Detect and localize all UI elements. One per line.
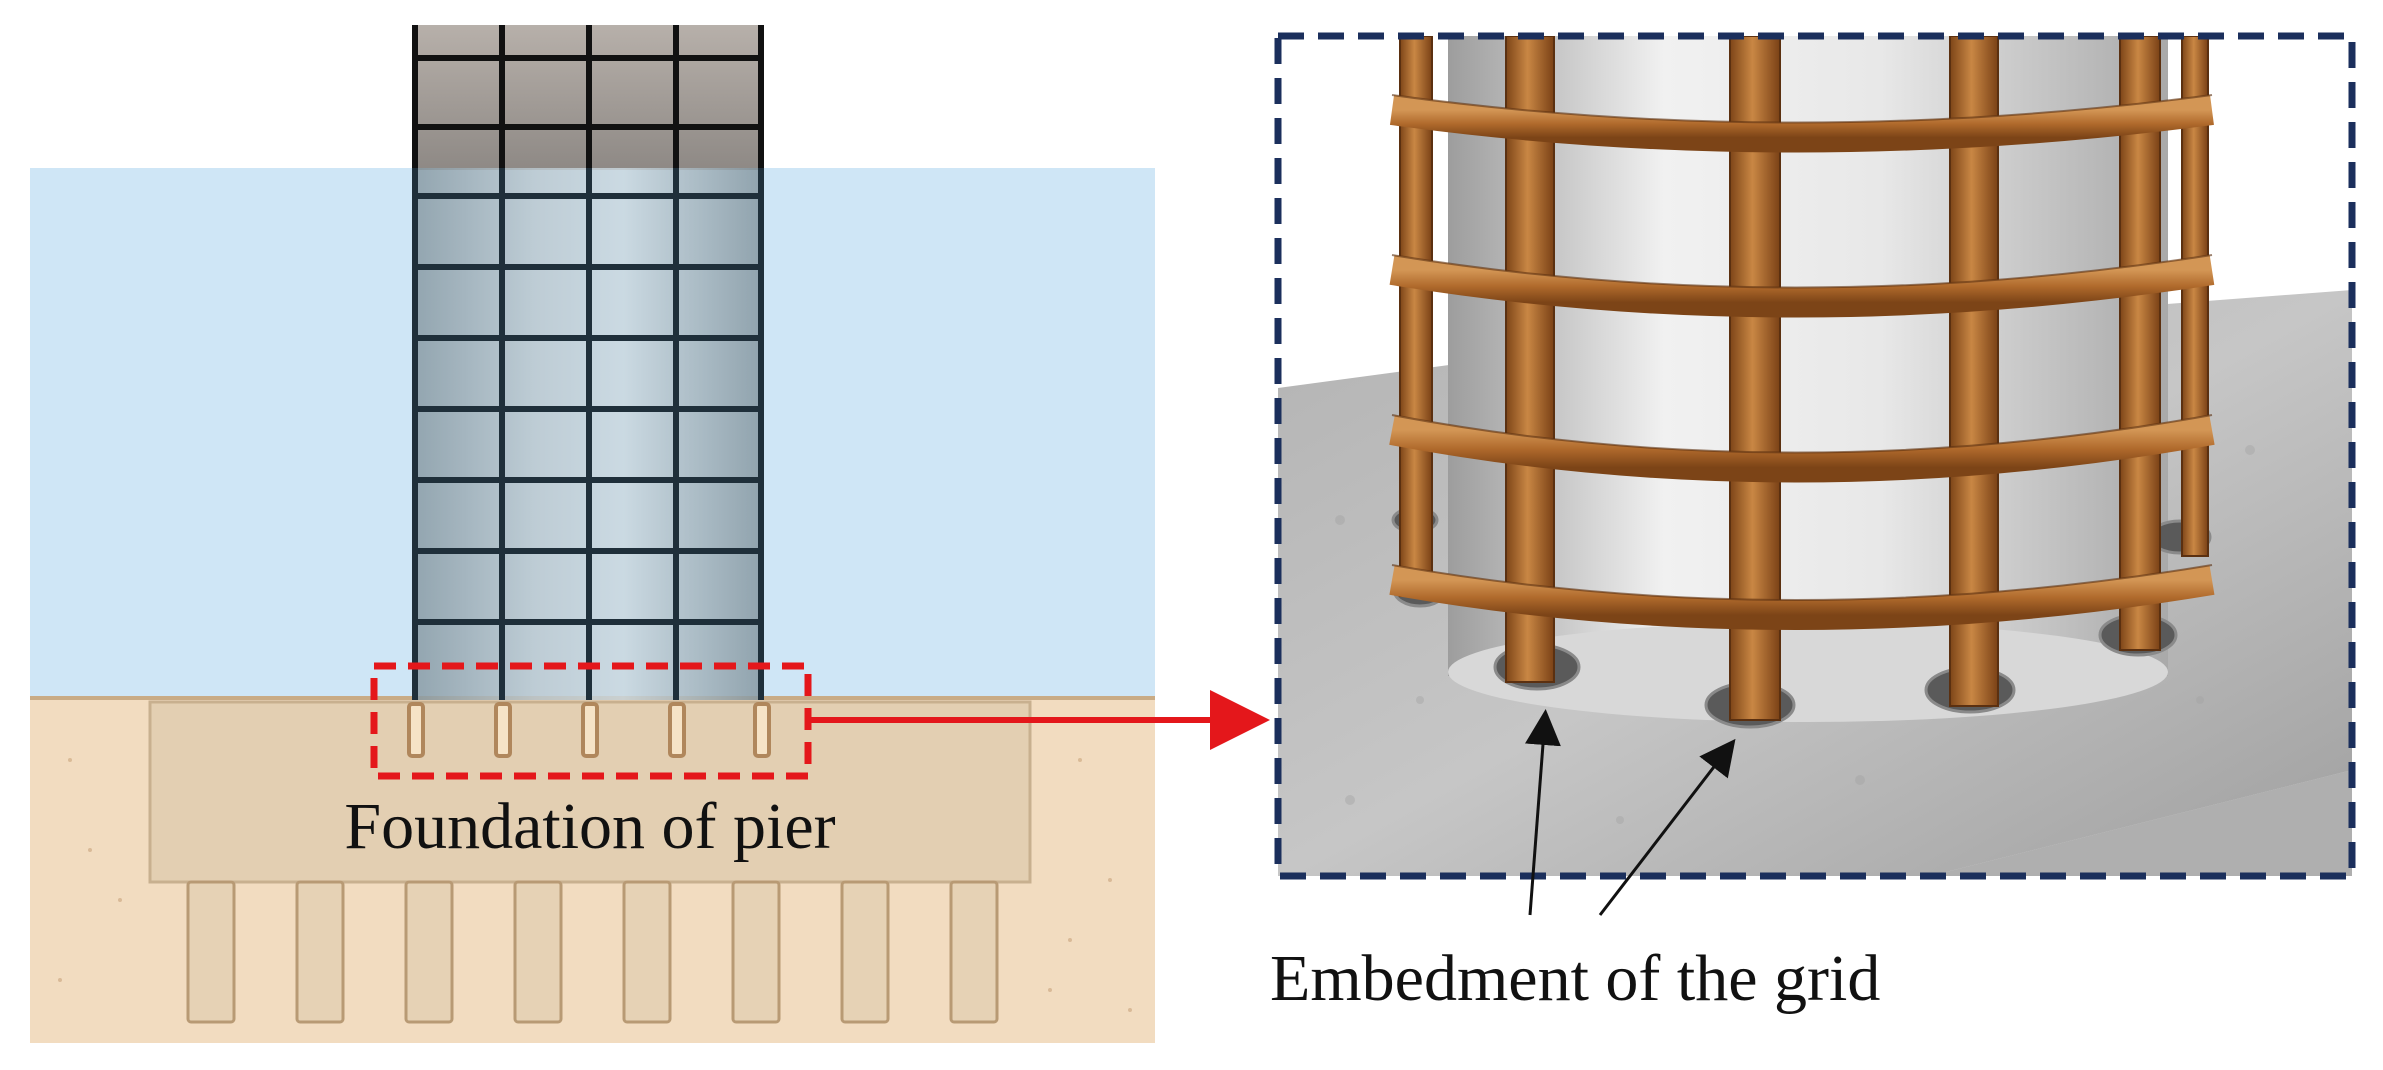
foundation-piles [186,880,999,1024]
grid-under-water [412,168,764,700]
grid-horizontal-bands [1389,95,2215,630]
grid-above-water [412,25,764,168]
embedment-pointers [1525,709,1736,916]
foundation-label: Foundation of pier [344,790,835,863]
soil-texture [58,758,1132,1012]
detail-frame [1274,32,2356,880]
embedded-bars [407,702,771,758]
detail-panel [1278,36,2352,876]
embedment-label: Embedment of the grid [1270,942,1880,1015]
left-panel: Foundation of pier [30,25,1155,1043]
